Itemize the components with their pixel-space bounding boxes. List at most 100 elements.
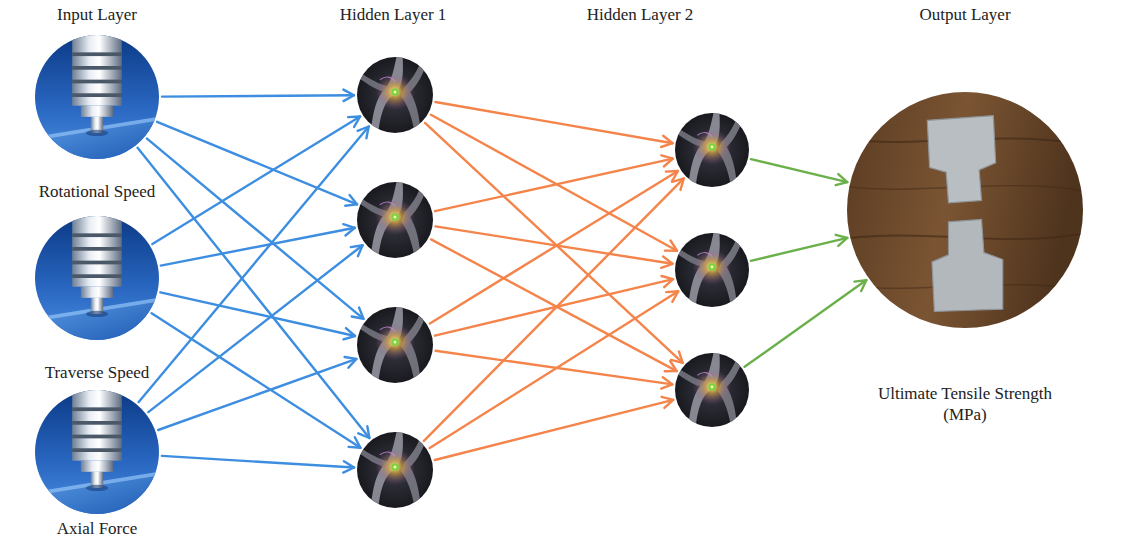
weight-arrow bbox=[160, 292, 355, 339]
tool-picture bbox=[35, 210, 159, 340]
weight-arrow bbox=[148, 245, 362, 412]
arrow-line bbox=[435, 400, 673, 460]
neuron-label: Traverse Speed bbox=[0, 362, 197, 383]
input-neuron: Axial Force bbox=[35, 390, 159, 514]
arrow-line bbox=[148, 245, 362, 412]
arrow-head bbox=[661, 377, 672, 388]
arrow-head bbox=[345, 357, 357, 368]
weight-arrow bbox=[431, 239, 677, 371]
weight-arrow bbox=[745, 280, 867, 367]
neuron-label: Axial Force bbox=[0, 518, 197, 539]
arrow-line bbox=[436, 226, 673, 263]
arrow-head bbox=[672, 178, 683, 190]
arrow-head bbox=[351, 245, 363, 256]
arrow-head bbox=[662, 397, 674, 408]
arrow-line bbox=[162, 95, 354, 96]
arrow-head bbox=[343, 90, 354, 102]
arrow-head bbox=[343, 461, 354, 472]
arrow-head bbox=[836, 174, 848, 185]
arrow-line bbox=[425, 123, 683, 363]
arrow-head bbox=[358, 127, 369, 139]
arrow-head bbox=[661, 256, 672, 267]
weight-arrow bbox=[424, 178, 684, 441]
neuron-picture bbox=[675, 113, 749, 187]
arrow-line bbox=[751, 159, 847, 182]
weight-arrow bbox=[425, 123, 683, 363]
weight-arrow bbox=[162, 90, 354, 102]
weight-arrow bbox=[435, 397, 673, 460]
weight-arrow bbox=[152, 313, 361, 448]
arrow-line bbox=[751, 238, 847, 261]
output-neuron: Ultimate Tensile Strength (MPa) bbox=[847, 92, 1083, 328]
neuron-picture bbox=[357, 57, 433, 133]
arrow-line bbox=[435, 279, 673, 335]
arrow-line bbox=[430, 291, 679, 448]
arrow-line bbox=[424, 178, 684, 441]
input-neuron: Rotational Speed bbox=[35, 35, 159, 159]
layer-heading: Hidden Layer 1 bbox=[340, 4, 447, 25]
hidden-neuron bbox=[675, 233, 749, 307]
arrow-line bbox=[745, 280, 867, 367]
weight-arrow bbox=[430, 291, 679, 448]
neuron-picture bbox=[357, 307, 433, 383]
arrow-head bbox=[836, 235, 848, 246]
neuron-picture bbox=[675, 233, 749, 307]
weight-arrow bbox=[152, 117, 360, 245]
tool-picture bbox=[35, 384, 159, 514]
arrow-line bbox=[152, 117, 360, 245]
neuron-label: Rotational Speed bbox=[0, 181, 197, 202]
weight-arrow bbox=[751, 235, 847, 261]
layer-heading: Input Layer bbox=[57, 4, 137, 25]
arrow-line bbox=[430, 171, 678, 324]
arrow-line bbox=[157, 122, 357, 205]
weight-arrow bbox=[435, 102, 672, 147]
arrow-line bbox=[139, 127, 369, 403]
arrow-line bbox=[435, 159, 673, 212]
hidden-neuron bbox=[675, 353, 749, 427]
input-neuron: Traverse Speed bbox=[35, 216, 159, 340]
layer-heading: Output Layer bbox=[919, 4, 1010, 25]
weight-arrow bbox=[138, 148, 370, 438]
hidden-neuron bbox=[357, 307, 433, 383]
weight-arrow bbox=[751, 159, 847, 185]
arrow-head bbox=[345, 195, 357, 206]
arrow-line bbox=[158, 359, 356, 430]
arrow-head bbox=[665, 241, 677, 251]
weight-arrow bbox=[139, 127, 369, 403]
arrow-head bbox=[352, 308, 364, 319]
specimen-picture bbox=[847, 92, 1083, 328]
weight-arrow bbox=[435, 276, 673, 336]
arrow-head bbox=[348, 117, 360, 127]
hidden-neuron bbox=[357, 432, 433, 508]
weight-arrow bbox=[435, 155, 673, 211]
arrow-line bbox=[160, 292, 355, 336]
hidden-neuron bbox=[357, 182, 433, 258]
layer-heading: Hidden Layer 2 bbox=[587, 4, 694, 25]
arrow-head bbox=[662, 276, 674, 287]
arrow-head bbox=[671, 351, 683, 362]
weight-arrow bbox=[162, 456, 354, 473]
arrow-line bbox=[436, 351, 673, 385]
neuron-picture bbox=[357, 182, 433, 258]
arrow-head bbox=[349, 437, 361, 448]
arrow-head bbox=[343, 224, 355, 235]
arrow-head bbox=[661, 136, 672, 147]
neuron-picture bbox=[357, 432, 433, 508]
arrow-head bbox=[665, 361, 677, 371]
weight-arrow bbox=[430, 171, 678, 324]
neuron-picture bbox=[675, 353, 749, 427]
hidden-neuron bbox=[675, 113, 749, 187]
hidden-neuron bbox=[357, 57, 433, 133]
arrow-head bbox=[344, 328, 356, 339]
arrow-line bbox=[152, 313, 361, 448]
arrow-head bbox=[666, 291, 678, 302]
tool-picture bbox=[35, 29, 159, 159]
weight-arrow bbox=[157, 122, 357, 206]
arrow-line bbox=[138, 148, 370, 438]
arrow-line bbox=[431, 239, 677, 371]
arrow-head bbox=[855, 280, 867, 291]
neuron-label: Ultimate Tensile Strength (MPa) bbox=[860, 383, 1070, 425]
